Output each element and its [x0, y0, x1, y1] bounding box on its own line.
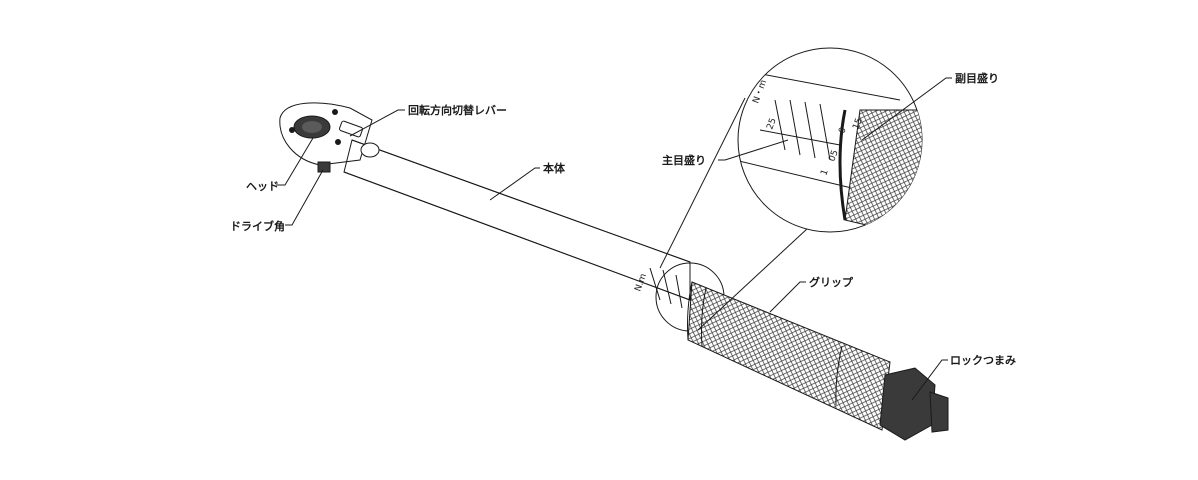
grip: [687, 281, 891, 431]
svg-text:N.m: N.m: [633, 272, 649, 293]
wrench-head: [279, 102, 380, 173]
sub-scale-mark-1: 1: [819, 168, 830, 177]
lock-knob: [879, 367, 949, 441]
sub-scale-mark-0: 0: [837, 126, 848, 135]
label-main-scale: 主目盛り: [662, 153, 706, 167]
sub-scale-mark-15: 15: [851, 117, 864, 131]
sub-scale-mark-05: 05: [827, 149, 840, 163]
main-scale-mark-25: 25: [765, 117, 778, 131]
label-body: 本体: [543, 161, 566, 175]
zoom-circle: N・m 25 0 05 1 15: [737, 47, 923, 233]
label-switch-lever: 回転方向切替レバー: [408, 103, 507, 117]
label-lock-knob: ロックつまみ: [950, 354, 1016, 367]
label-grip: グリップ: [809, 275, 854, 289]
label-drive-square: ドライブ角: [230, 219, 285, 233]
label-sub-scale: 副目盛り: [955, 71, 999, 85]
label-head: ヘッド: [246, 180, 279, 193]
